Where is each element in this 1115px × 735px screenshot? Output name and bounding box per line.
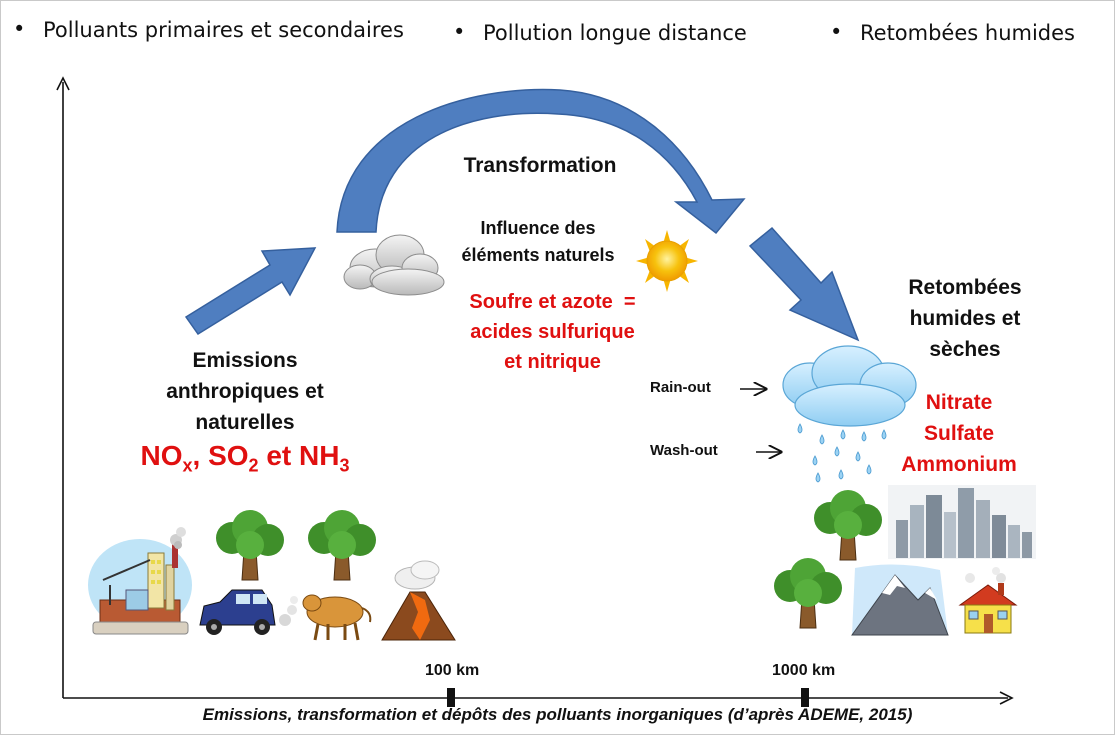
soufre-line-3: et nitrique [504,351,601,373]
retombees-line-3: sèches [929,338,1001,361]
bullet-long-distance: • Pollution longue distance [453,20,747,45]
retombees-line-2: humides et [909,307,1021,330]
raindrops [797,423,887,483]
nox-sub: x [182,455,193,476]
car-icon [199,589,298,635]
tick-100km [447,688,455,707]
bullet-dot: • [453,20,466,44]
retombees-line-1: Retombées [908,276,1022,299]
influence-line-1: Influence des [480,218,596,238]
tree-icon [814,490,882,561]
bullet-dot: • [13,17,26,41]
arc-arrow [336,88,746,235]
influence-label: Influence des éléments naturels [448,215,628,269]
sulfur-nitrogen-label: Soufre et azote = acides sulfurique et n… [440,287,665,377]
pollutant-formulas: NOx, SO2 et NH3 [110,440,380,477]
emissions-line-1: Emissions [192,349,298,372]
product-ammonium: Ammonium [901,453,1017,476]
transformation-label: Transformation [463,154,617,177]
emissions-label: Emissions anthropiques et naturelles [140,345,350,438]
rising-arrow [184,247,317,336]
bullet-text: Polluants primaires et secondaires [43,18,404,42]
bullet-primary-secondary: • Polluants primaires et secondaires [13,17,404,42]
product-nitrate: Nitrate [925,391,993,414]
nox-base: NO [140,440,183,471]
bullet-text: Pollution longue distance [483,21,747,45]
emissions-line-2: anthropiques et [166,380,324,403]
product-sulfate: Sulfate [923,422,994,445]
tick-1000km [801,688,809,707]
influence-line-2: éléments naturels [461,245,615,265]
so2-base: SO [208,440,249,471]
so2-sub: 2 [248,455,259,476]
distance-100km-label: 100 km [425,662,480,679]
nh3-sub: 3 [339,455,350,476]
figure-caption: Emissions, transformation et dépôts des … [202,705,913,724]
soufre-line-1: Soufre et azote = [469,291,636,313]
factory-icon [88,527,192,635]
bullet-text: Retombées humides [860,21,1075,45]
products-label: Nitrate Sulfate Ammonium [900,387,1018,480]
nh3-base: NH [299,440,340,471]
cow-icon [302,594,372,641]
tree-icon [308,510,376,581]
wash-out-label: Wash-out [650,442,718,459]
house-icon [958,567,1018,634]
rain-cloud-icon [782,345,917,483]
deposition-label: Retombées humides et sèches [885,272,1045,365]
bullet-wet-deposition: • Retombées humides [830,20,1075,45]
axes [56,76,1014,707]
grey-cloud-icon [343,234,445,296]
blue-arrows [184,88,860,342]
soufre-line-2: acides sulfurique [470,321,635,343]
tree-icon [216,510,284,581]
sun-icon [636,230,698,292]
mountain-icon [851,564,949,636]
tree-icon [774,558,842,629]
separator: , [192,440,209,471]
rain-out-label: Rain-out [650,379,711,396]
separator: et [258,440,300,471]
emissions-line-3: naturelles [195,411,295,434]
city-skyline-icon [888,485,1036,559]
descending-arrow [748,226,860,342]
volcano-icon [381,560,456,641]
bullet-dot: • [830,20,843,44]
distance-1000km-label: 1000 km [772,662,836,679]
